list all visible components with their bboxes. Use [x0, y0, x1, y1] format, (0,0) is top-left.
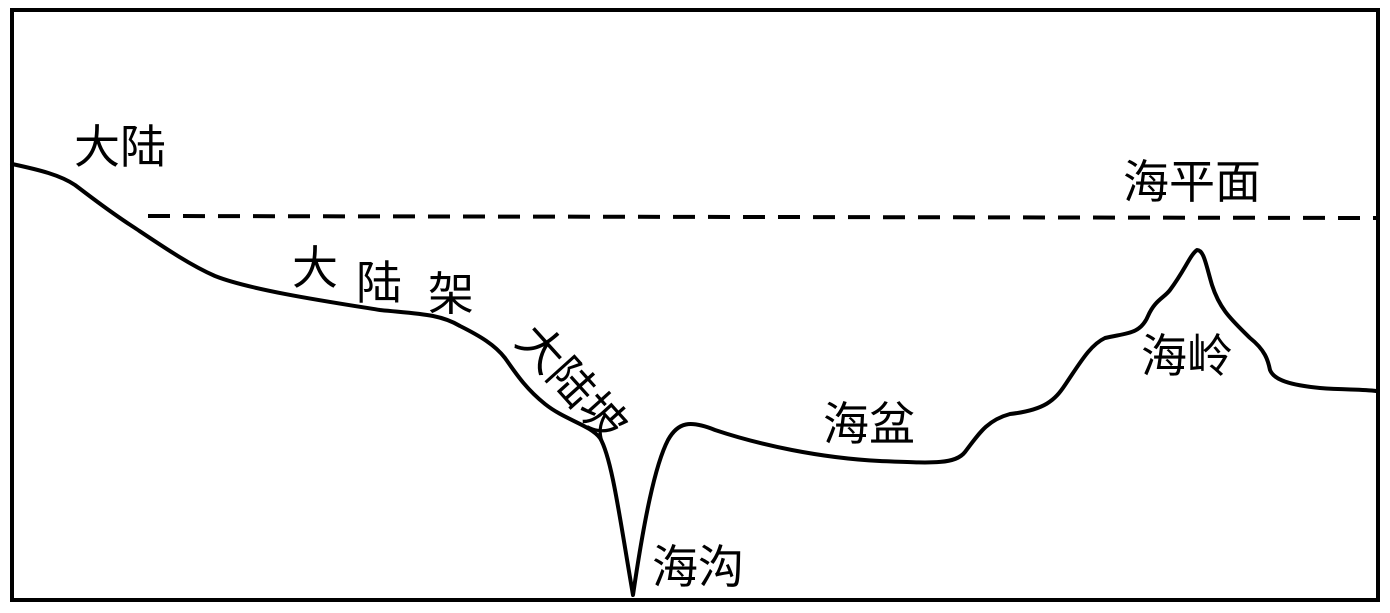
seafloor-profile [10, 162, 1378, 597]
continent-label: 大陆 [74, 120, 166, 174]
ocean-trench-label: 海沟 [652, 540, 744, 594]
continental-shelf-label-char-2: 陆 [356, 256, 402, 310]
sea-level-label: 海平面 [1123, 155, 1261, 209]
ocean-ridge-label: 海岭 [1141, 329, 1233, 383]
sea-level-line [147, 214, 1377, 220]
continental-shelf-label-char-1: 大 [292, 241, 338, 295]
continental-shelf-label-char-3: 架 [428, 267, 474, 321]
ocean-basin-label: 海盆 [823, 397, 915, 451]
diagram-frame [10, 8, 1380, 602]
